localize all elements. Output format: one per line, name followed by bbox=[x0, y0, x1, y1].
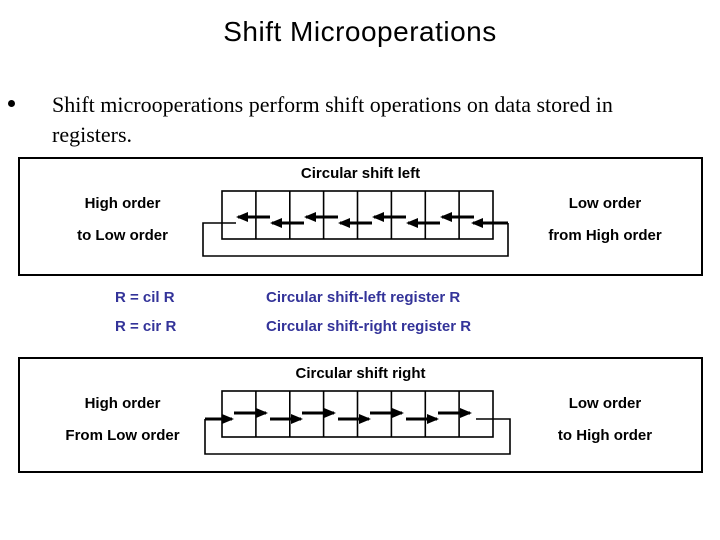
carry-wrap-line bbox=[202, 222, 509, 257]
register-grid bbox=[221, 190, 494, 240]
equation-description: Circular shift-left register R bbox=[266, 289, 461, 306]
shift-right-arrows bbox=[234, 408, 472, 424]
label-to-high-order: to High order bbox=[557, 427, 653, 444]
bullet-icon bbox=[8, 100, 15, 107]
label-from-high-order: from High order bbox=[548, 227, 662, 244]
shift-right-register-diagram bbox=[204, 390, 511, 455]
bullet-text: Shift microoperations perform shift oper… bbox=[52, 92, 613, 147]
label-to-low-order: to Low order bbox=[77, 227, 168, 244]
carry-wrap-line bbox=[204, 418, 511, 455]
panel-title-shift-right: Circular shift right bbox=[295, 365, 426, 382]
circular-shift-right-panel: Circular shift right High order From Low… bbox=[18, 357, 703, 473]
slide-title: Shift Microoperations bbox=[223, 16, 497, 47]
label-high-order: High order bbox=[84, 195, 161, 212]
circular-shift-left-panel: Circular shift left High order to Low or… bbox=[18, 157, 703, 276]
label-high-order: High order bbox=[84, 395, 161, 412]
equation-description: Circular shift-right register R bbox=[266, 318, 472, 335]
shift-left-arrows bbox=[236, 212, 474, 228]
label-from-low-order: From Low order bbox=[65, 427, 180, 444]
equation-formula: R = cir R bbox=[115, 318, 177, 335]
equation-formula: R = cil R bbox=[115, 289, 175, 306]
label-low-order: Low order bbox=[568, 195, 642, 212]
label-low-order: Low order bbox=[568, 395, 642, 412]
shift-left-register-diagram bbox=[202, 190, 509, 257]
panel-title-shift-left: Circular shift left bbox=[300, 165, 421, 182]
